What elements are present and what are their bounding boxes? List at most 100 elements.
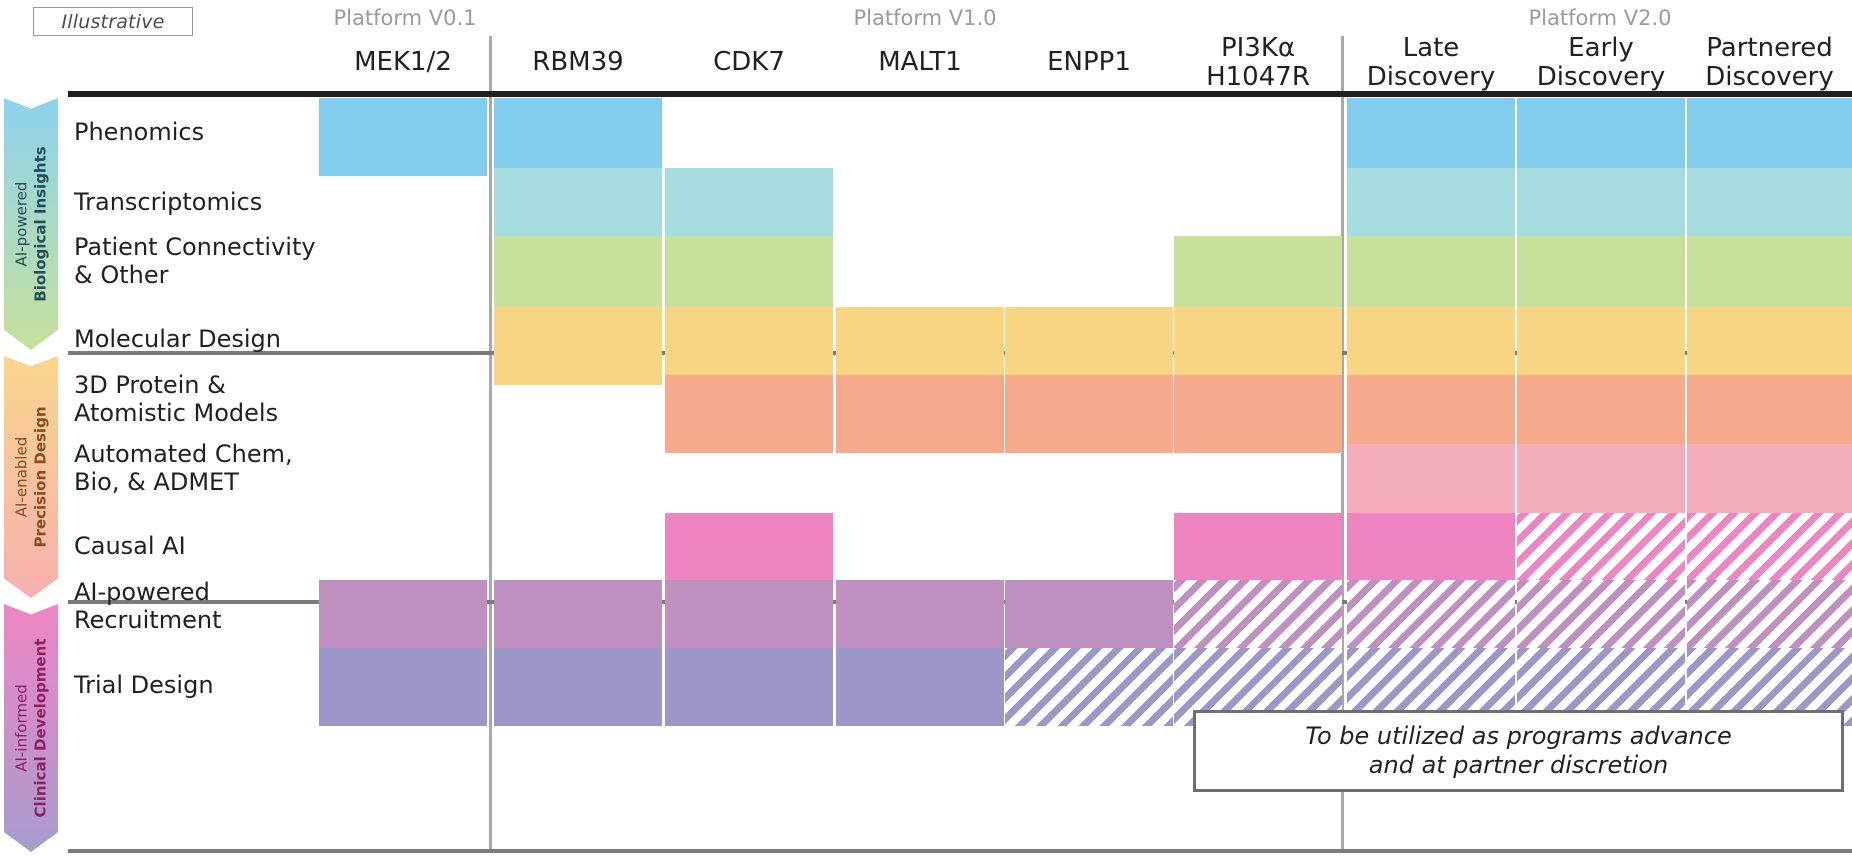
stage-band-line-1: AI-enabled	[12, 436, 31, 518]
matrix-cell[interactable]	[494, 648, 662, 726]
matrix-cell[interactable]	[1174, 513, 1342, 591]
platform-group-label: Platform V1.0	[853, 6, 997, 30]
matrix-cell[interactable]	[1517, 375, 1685, 453]
callout-line-1: To be utilized as programs advance	[1305, 721, 1732, 750]
matrix-cell[interactable]	[665, 513, 833, 591]
matrix-cell[interactable]	[494, 580, 662, 658]
stage-band-line-2: Clinical Development	[31, 638, 49, 818]
matrix-cell[interactable]	[1517, 580, 1685, 658]
matrix-cell[interactable]	[1517, 236, 1685, 314]
matrix-cell[interactable]	[494, 236, 662, 314]
matrix-cell[interactable]	[319, 648, 487, 726]
matrix-cell[interactable]	[1347, 444, 1515, 522]
matrix-cell[interactable]	[494, 307, 662, 385]
row-label-automated-chem: Automated Chem, Bio, & ADMET	[74, 440, 293, 497]
stage-band-line-2: Precision Design	[31, 406, 49, 548]
column-header-line-1: PI3Kα	[1220, 33, 1296, 63]
matrix-cell[interactable]	[1687, 168, 1852, 246]
matrix-cell[interactable]	[1687, 98, 1852, 176]
platform-group-label: Platform V0.1	[333, 6, 477, 30]
stage-band-line-1: AI-informed	[12, 684, 31, 772]
column-header-rbm[interactable]: RBM39	[532, 47, 624, 77]
matrix-cell[interactable]	[1174, 307, 1342, 385]
column-header-line-2: Discovery	[1705, 62, 1834, 93]
matrix-cell[interactable]	[1517, 513, 1685, 591]
illustrative-badge: Illustrative	[33, 7, 193, 36]
row-label-phenomics: Phenomics	[74, 118, 205, 146]
matrix-cell[interactable]	[494, 168, 662, 246]
column-header-line-1: Late	[1402, 33, 1460, 63]
column-header-line-1: Partnered	[1706, 33, 1833, 63]
matrix-cell[interactable]	[836, 580, 1004, 658]
matrix-cell[interactable]	[1005, 648, 1173, 726]
matrix-cell[interactable]	[1347, 307, 1515, 385]
chevron-shape	[4, 356, 58, 598]
matrix-cell[interactable]	[1687, 444, 1852, 522]
matrix-cell[interactable]	[1347, 98, 1515, 176]
matrix-cell[interactable]	[1687, 513, 1852, 591]
column-header-line-2: H1047R	[1206, 62, 1310, 93]
matrix-cell[interactable]	[1517, 98, 1685, 176]
callout-box: To be utilized as programs advance and a…	[1193, 710, 1844, 792]
matrix-cell[interactable]	[1005, 375, 1173, 453]
column-header-mek[interactable]: MEK1/2	[354, 47, 452, 77]
matrix-cell[interactable]	[1174, 236, 1342, 314]
stage-band-line-1: AI-powered	[12, 181, 31, 267]
matrix-cell[interactable]	[1347, 375, 1515, 453]
matrix-cell[interactable]	[319, 580, 487, 658]
column-header-mal[interactable]: MALT1	[878, 47, 962, 77]
platform-group-label: Platform V2.0	[1528, 6, 1672, 30]
matrix-cell[interactable]	[1687, 375, 1852, 453]
column-header-line-2: Discovery	[1366, 62, 1496, 93]
matrix-cell[interactable]	[1347, 580, 1515, 658]
matrix-cell[interactable]	[665, 580, 833, 658]
matrix-cell[interactable]	[1347, 513, 1515, 591]
group-separator-line	[1341, 36, 1344, 852]
row-label-transcriptomics: Transcriptomics	[74, 188, 263, 216]
matrix-cell[interactable]	[1517, 307, 1685, 385]
header-rule	[68, 91, 1852, 97]
matrix-cell[interactable]	[1347, 168, 1515, 246]
bottom-rule	[68, 849, 1852, 852]
matrix-cell[interactable]	[1517, 444, 1685, 522]
row-label-protein-models: 3D Protein & Atomistic Models	[74, 371, 279, 428]
matrix-cell[interactable]	[836, 307, 1004, 385]
column-header-line-2: Discovery	[1536, 62, 1666, 93]
chevron-shape	[4, 98, 58, 350]
matrix-cell[interactable]	[836, 648, 1004, 726]
matrix-cell[interactable]	[665, 375, 833, 453]
row-label-causal-ai: Causal AI	[74, 532, 186, 560]
matrix-cell[interactable]	[494, 98, 662, 176]
callout-line-2: and at partner discretion	[1368, 751, 1669, 779]
chevron-shape	[4, 604, 58, 852]
matrix-cell[interactable]	[1687, 307, 1852, 385]
row-label-recruitment: AI-powered Recruitment	[74, 578, 222, 635]
matrix-cell[interactable]	[1174, 580, 1342, 658]
illustrative-label: Illustrative	[61, 10, 165, 33]
matrix-cell[interactable]	[319, 98, 487, 176]
matrix-cell[interactable]	[665, 307, 833, 385]
matrix-cell[interactable]	[1687, 236, 1852, 314]
matrix-cell[interactable]	[665, 168, 833, 246]
matrix-cell[interactable]	[1687, 580, 1852, 658]
matrix-cell[interactable]	[1517, 168, 1685, 246]
matrix-cell[interactable]	[1005, 307, 1173, 385]
matrix-cell[interactable]	[665, 648, 833, 726]
matrix-cell[interactable]	[665, 236, 833, 314]
matrix-cell[interactable]	[1005, 580, 1173, 658]
column-header-cdk[interactable]: CDK7	[713, 47, 785, 77]
matrix-cell[interactable]	[1174, 375, 1342, 453]
matrix-cell[interactable]	[1347, 236, 1515, 314]
row-label-trial-design: Trial Design	[74, 671, 214, 699]
matrix-cell[interactable]	[836, 375, 1004, 453]
column-header-enp[interactable]: ENPP1	[1047, 47, 1131, 77]
